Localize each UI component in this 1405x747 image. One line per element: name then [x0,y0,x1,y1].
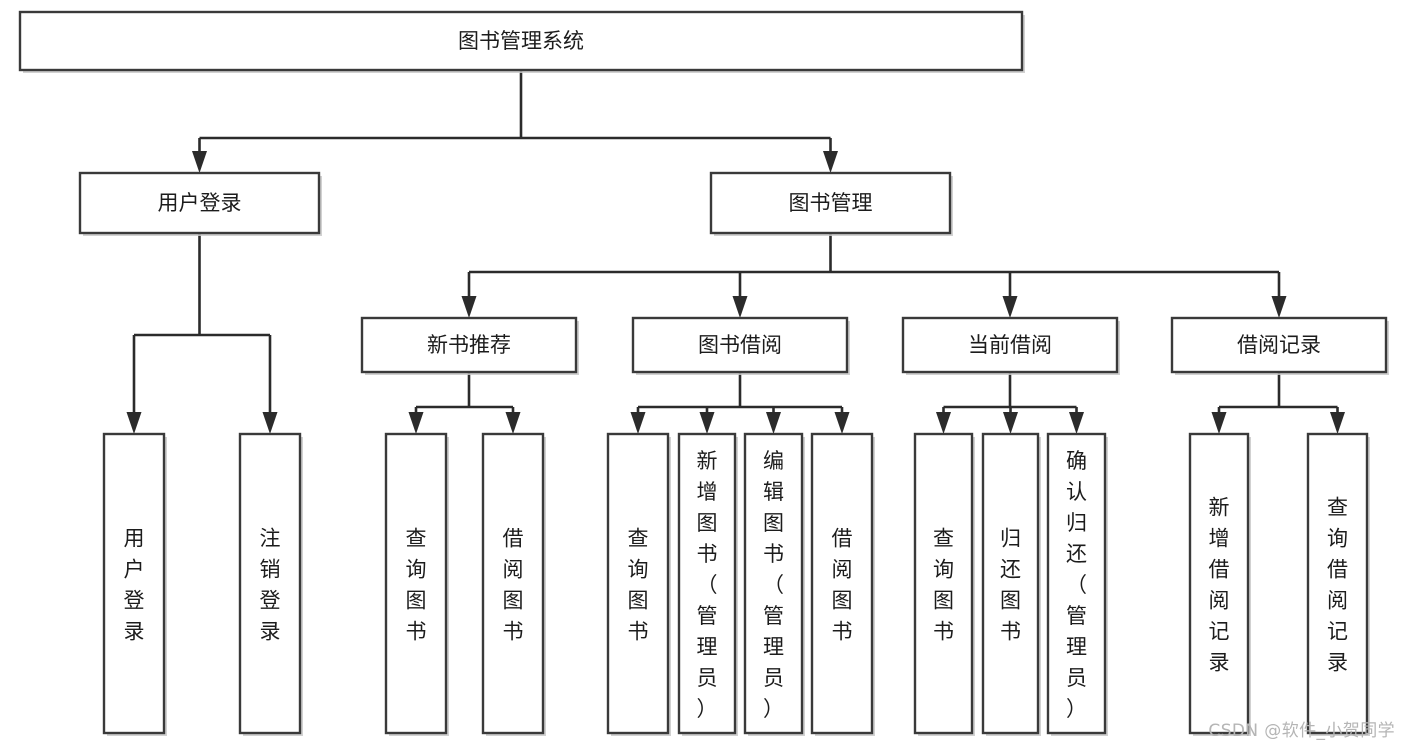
arrow-head-newbook [461,296,477,318]
connector-layer [126,70,1345,434]
node-label: 编辑图书（管理员） [763,449,784,721]
node-图书管理系统-root[interactable]: 图书管理系统 [18,10,1025,73]
arrow-head-login [192,151,207,173]
arrow-head-records [1271,296,1287,318]
arrow-head-l-qbook2 [630,412,646,434]
node-查询借阅记录-l-qrec[interactable]: 查询借阅记录 [1306,432,1370,736]
node-box[interactable] [1170,316,1388,374]
node-box[interactable] [1188,432,1250,735]
arrow-head-bookmgmt [823,151,838,173]
node-box[interactable] [901,316,1119,374]
connector-group-login [126,233,278,434]
node-查询图书-l-qbook1[interactable]: 查询图书 [384,432,449,736]
arrow-head-l-confirm [1069,412,1084,434]
arrow-head-l-bbook2 [834,412,850,434]
node-label: 图书管理 [789,191,873,215]
node-查询图书-l-qbook3[interactable]: 查询图书 [913,432,975,736]
arrow-head-current [1002,296,1018,318]
node-layer: 图书管理系统用户登录图书管理新书推荐图书借阅当前借阅借阅记录用户登录注销登录查询… [18,10,1389,736]
node-label: 查询图书 [406,527,427,644]
node-box[interactable] [78,171,321,235]
arrow-head-l-bbook1 [505,412,521,434]
node-box[interactable] [18,10,1024,72]
arrow-head-l-addbook [699,412,715,434]
node-label: 借阅图书 [832,527,853,644]
node-label: 用户登录 [158,191,242,215]
arrow-head-l-logout [262,412,278,434]
node-新增图书管理员-l-addbook[interactable]: 新增图书（管理员） [677,432,738,736]
node-借阅图书-l-bbook1[interactable]: 借阅图书 [481,432,546,736]
node-label: 新增图书（管理员） [697,449,718,721]
node-label: 借阅记录 [1237,333,1321,357]
node-注销登录-l-logout[interactable]: 注销登录 [238,432,303,736]
connector-group-root [192,70,838,173]
node-label: 新增借阅记录 [1209,496,1230,675]
node-box[interactable] [913,432,974,735]
node-label: 新书推荐 [427,333,511,357]
node-编辑图书管理员-l-editbook[interactable]: 编辑图书（管理员） [743,432,805,736]
node-label: 借阅图书 [503,527,524,644]
connector-group-records [1211,372,1345,434]
node-归还图书-l-return[interactable]: 归还图书 [981,432,1041,736]
arrow-head-l-addrec [1211,412,1227,434]
node-box[interactable] [631,316,849,374]
connector-group-borrow [630,372,850,434]
node-图书管理-bookmgmt[interactable]: 图书管理 [709,171,953,236]
node-借阅记录-records[interactable]: 借阅记录 [1170,316,1389,375]
node-label: 当前借阅 [968,333,1052,357]
node-box[interactable] [481,432,545,735]
node-label: 注销登录 [260,527,281,644]
node-查询图书-l-qbook2[interactable]: 查询图书 [606,432,671,736]
node-box[interactable] [1306,432,1369,735]
node-新增借阅记录-l-addrec[interactable]: 新增借阅记录 [1188,432,1251,736]
connector-group-bookmgmt [461,233,1287,318]
node-借阅图书-l-bbook2[interactable]: 借阅图书 [810,432,875,736]
arrow-head-borrow [732,296,748,318]
node-box[interactable] [810,432,874,735]
arrow-head-l-return [1003,412,1018,434]
node-label: 归还图书 [1000,527,1021,644]
node-box[interactable] [606,432,670,735]
arrow-head-l-editbook [766,412,781,434]
node-label: 图书借阅 [698,333,782,357]
node-box[interactable] [360,316,578,374]
node-box[interactable] [677,432,737,735]
node-当前借阅-current[interactable]: 当前借阅 [901,316,1120,375]
node-新书推荐-newbook[interactable]: 新书推荐 [360,316,579,375]
connector-group-current [936,372,1084,434]
node-用户登录-login[interactable]: 用户登录 [78,171,322,236]
node-box[interactable] [102,432,166,735]
node-label: 确认归还（管理员） [1066,449,1087,721]
arrow-head-l-qbook1 [408,412,424,434]
node-box[interactable] [743,432,804,735]
connector-group-newbook [408,372,521,434]
node-label: 查询图书 [933,527,954,644]
node-label: 查询借阅记录 [1327,496,1348,675]
node-label: 用户登录 [124,527,145,644]
node-用户登录-l-userlogin[interactable]: 用户登录 [102,432,167,736]
node-box[interactable] [384,432,448,735]
node-box[interactable] [1046,432,1107,735]
node-label: 图书管理系统 [458,29,584,53]
node-box[interactable] [709,171,952,235]
arrow-head-l-userlogin [126,412,142,434]
node-box[interactable] [981,432,1040,735]
node-图书借阅-borrow[interactable]: 图书借阅 [631,316,850,375]
node-确认归还管理员-l-confirm[interactable]: 确认归还（管理员） [1046,432,1108,736]
node-label: 查询图书 [628,527,649,644]
arrow-head-l-qbook3 [936,412,951,434]
node-box[interactable] [238,432,302,735]
arrow-head-l-qrec [1330,412,1345,434]
